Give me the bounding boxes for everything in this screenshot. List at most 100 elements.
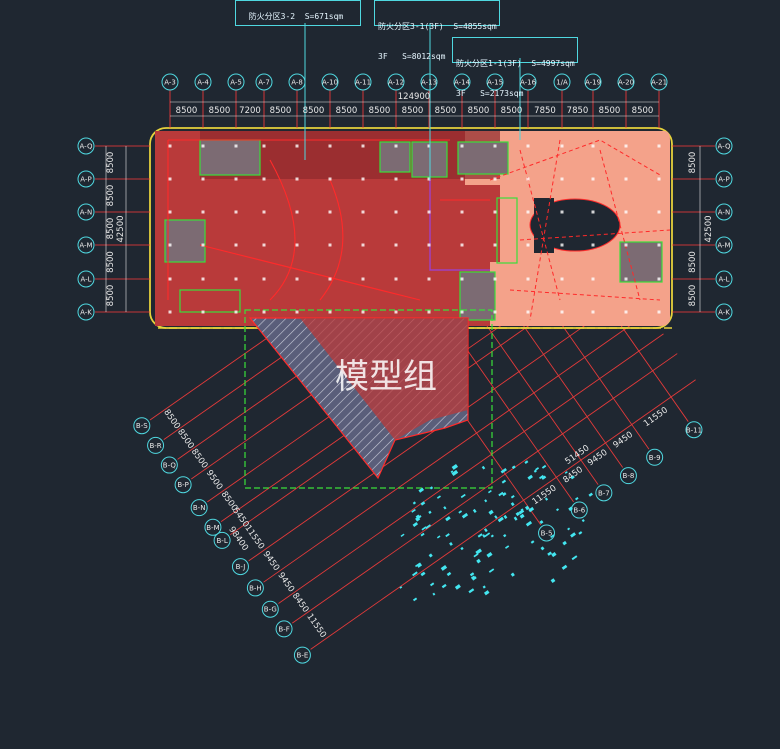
grid-node — [657, 177, 661, 181]
top-grid-bubble: A-7 — [255, 73, 273, 91]
grid-node — [427, 243, 431, 247]
rotated-left-bubble: B-N — [190, 499, 208, 517]
top-spacing-dim: 8500 — [632, 106, 654, 116]
equipment-mark — [547, 551, 553, 556]
grid-node — [295, 310, 299, 314]
grid-node — [361, 144, 365, 148]
rotated-left-bubble: B-L — [213, 531, 231, 549]
top-grid-bubble-circle — [519, 73, 537, 91]
grid-node — [460, 177, 464, 181]
rotated-bottom-bubble-label: B-7 — [598, 489, 610, 497]
equipment-mark — [476, 558, 481, 564]
callout-zone-1-1: 防火分区1-1(3F) S=4997sqm 3F S=2173sqm — [452, 37, 578, 98]
right-grid-bubble-circle — [715, 270, 733, 288]
grid-node — [460, 277, 464, 281]
rotated-bottom-bubble-circle — [646, 448, 664, 466]
left-grid-bubble: A-K — [77, 303, 95, 321]
equipment-mark — [510, 502, 515, 507]
left-grid-bubble: A-L — [77, 270, 95, 288]
equipment-mark — [544, 497, 549, 501]
grid-node — [427, 144, 431, 148]
left-spacing-dim: 8500 — [106, 218, 116, 240]
rotated-bottom-dim: 11550 — [531, 483, 559, 507]
left-grid-bubble-circle — [77, 137, 95, 155]
equipment-mark — [412, 501, 417, 505]
equipment-mark — [481, 465, 486, 470]
grid-node — [493, 310, 497, 314]
grid-node — [427, 210, 431, 214]
rotated-bottom-bubble-circle — [538, 524, 556, 542]
grid-node — [328, 177, 332, 181]
equipment-mark — [472, 508, 477, 513]
right-grid-bubble-circle — [715, 203, 733, 221]
equipment-mark — [539, 520, 544, 525]
grid-node — [591, 277, 595, 281]
equipment-mark — [539, 474, 544, 480]
rotated-left-dim: 11550 — [304, 612, 328, 640]
equipment-mark — [574, 497, 579, 501]
right-spacing-dim: 8500 — [688, 285, 698, 307]
rotated-left-bubble-circle — [204, 518, 222, 536]
grid-node — [361, 277, 365, 281]
equipment-mark — [432, 592, 436, 596]
left-grid-bubble-label: A-N — [80, 209, 92, 217]
grid-node — [657, 144, 661, 148]
equipment-mark — [399, 586, 403, 589]
grid-node — [262, 210, 266, 214]
grid-node — [624, 210, 628, 214]
rotated-left-bubble: B-J — [231, 558, 249, 576]
rotated-left-bubble-label: B-N — [193, 504, 206, 512]
left-spacing-dim: 8500 — [106, 251, 116, 273]
grid-node — [262, 277, 266, 281]
grid-node — [262, 177, 266, 181]
top-grid-bubble-circle — [420, 73, 438, 91]
equipment-mark — [511, 465, 516, 470]
grid-node — [560, 144, 564, 148]
equipment-mark — [498, 491, 504, 497]
grid-node — [168, 210, 172, 214]
grid-node — [657, 210, 661, 214]
equipment-mark — [468, 588, 475, 594]
grid-node — [460, 210, 464, 214]
grid-node — [591, 310, 595, 314]
rotated-left-bubble-label: B-H — [249, 584, 262, 592]
top-grid-bubble-label: A-10 — [322, 79, 338, 87]
core-room-5 — [164, 219, 206, 263]
top-grid-bubble: A-21 — [650, 73, 668, 91]
grid-node — [591, 243, 595, 247]
equipment-mark — [588, 492, 593, 497]
top-grid-bubble: A-13 — [420, 73, 438, 91]
equipment-mark — [556, 508, 560, 512]
rotated-bottom-bubble-circle — [595, 484, 613, 502]
equipment-mark — [513, 516, 518, 521]
left-grid-bubble-circle — [77, 270, 95, 288]
grid-node — [460, 144, 464, 148]
top-grid-bubble-label: A-3 — [164, 79, 176, 87]
equipment-mark — [541, 464, 547, 469]
callout-zone-3-2-text: 防火分区3-2 S=671sqm — [248, 12, 344, 21]
rotated-left-bubble-circle — [190, 499, 208, 517]
rotated-bottom-bubble: B-6 — [570, 501, 588, 519]
grid-node — [328, 277, 332, 281]
grid-node — [657, 243, 661, 247]
equipment-mark — [449, 542, 453, 546]
rotated-left-bubble-circle — [160, 456, 178, 474]
left-grid-bubble-circle — [77, 203, 95, 221]
equipment-mark — [400, 533, 405, 538]
rotated-left-bubble-label: B-F — [278, 625, 289, 633]
grid-node — [361, 243, 365, 247]
equipment-mark — [541, 475, 547, 480]
grid-node — [168, 243, 172, 247]
grid-node — [234, 310, 238, 314]
top-grid-bubble-circle — [650, 73, 668, 91]
top-grid-bubble: A-12 — [387, 73, 405, 91]
grid-node — [201, 210, 205, 214]
core-room-1 — [199, 139, 261, 176]
rotated-left-bubble-circle — [147, 436, 165, 454]
rotated-left-bubble: B-M — [204, 518, 222, 536]
top-spacing-dim: 8500 — [501, 106, 523, 116]
equipment-mark — [470, 575, 475, 579]
grid-node — [560, 277, 564, 281]
